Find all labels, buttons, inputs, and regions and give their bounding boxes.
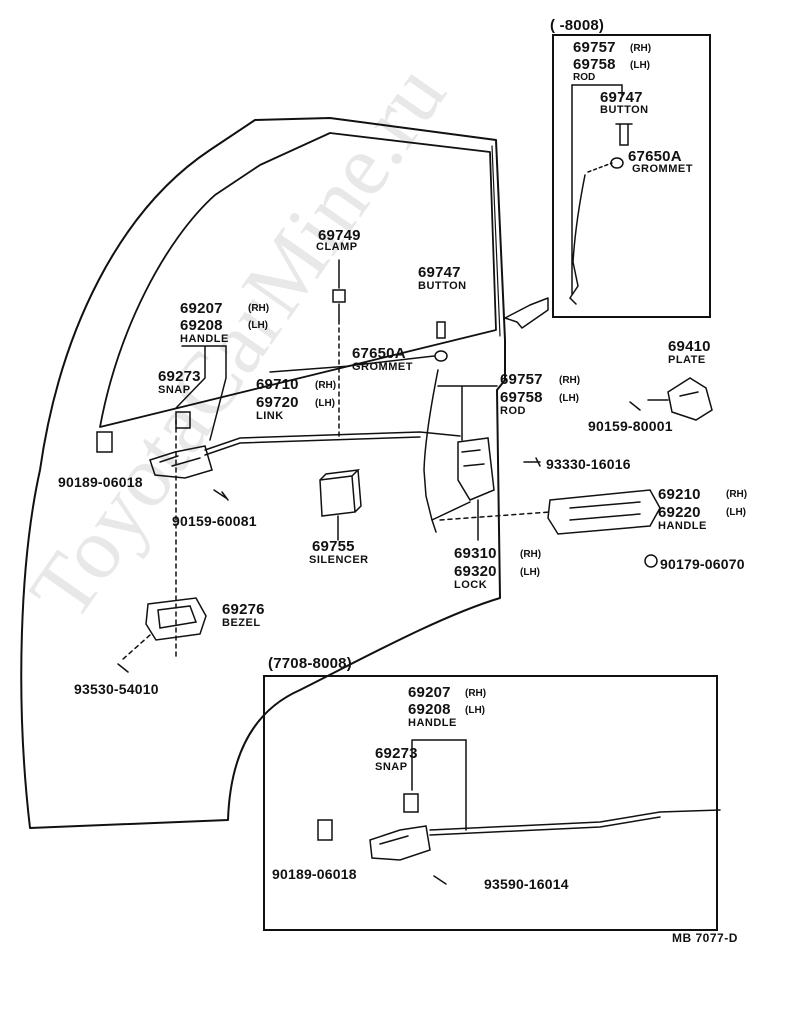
inset-snap-pn: 69273 [375,745,418,762]
snap-shape [175,411,191,429]
bezel-pn: 69276 [222,601,265,618]
silencer-pn: 69755 [312,538,355,555]
clamp-name: CLAMP [316,241,358,253]
clamp-shape [332,259,346,321]
handle-pn-lh: 69208 [180,317,223,334]
inset-handle-name: HANDLE [408,717,457,729]
bezel-shape [145,597,207,641]
window-frame [99,132,497,428]
inset-top-frame [552,34,711,318]
inset-bottom-title: (7708-8008) [268,655,352,672]
inset-top-title: ( -8008) [550,17,605,34]
rod-shape [423,369,439,533]
screw-93330-shape [523,457,541,467]
handle-lh-side: (LH) [248,320,268,331]
link-pn-lh: 69720 [256,394,299,411]
inset-button-shape [615,123,633,146]
lock-lh-side: (LH) [520,567,540,578]
button-name: BUTTON [418,280,467,292]
inset-clip-pn: 90189-06018 [272,866,357,882]
lock-shape [431,437,495,521]
inset-rod-pn-lh: 69758 [573,56,616,73]
inset-grommet-pn: 67650A [628,148,682,165]
rod-pn-rh: 69757 [500,371,543,388]
inset-rod-rh-side: (RH) [630,43,652,54]
silencer-shape [319,468,362,517]
inset-clip-shape [317,819,333,841]
outer-handle-rh-side: (RH) [726,489,748,500]
screw-60081-pn: 90159-60081 [172,513,257,529]
outer-handle-pn-rh: 69210 [658,486,701,503]
screw-93530-shape [117,663,129,673]
plate-name: PLATE [668,354,706,366]
inset-arrow [504,297,549,329]
link-rh-side: (RH) [315,380,337,391]
snap-name: SNAP [158,384,191,396]
bolt-plate-shape [629,401,641,411]
screw-93330-pn: 93330-16016 [546,456,631,472]
nut-shape [644,554,658,568]
lock-pn-lh: 69320 [454,563,497,580]
outer-handle-shape [547,489,661,535]
inset-handle-pn-lh: 69208 [408,701,451,718]
door-outline [20,117,506,829]
inset-link-shape [429,809,721,836]
grommet-name: GROMMET [352,361,413,373]
inset-button-pn: 69747 [600,89,643,106]
inset-bottom-frame [263,675,718,931]
clamp-pn: 69749 [318,227,361,244]
rod-lh-side: (LH) [559,393,579,404]
diagram-code: MB 7077-D [672,931,738,945]
button-pn: 69747 [418,264,461,281]
handle-rh-side: (RH) [248,303,270,314]
lock-name: LOCK [454,579,488,591]
button-shape [436,321,446,339]
inset-rod-name: ROD [573,72,596,83]
inset-screw-pn: 93590-16014 [484,876,569,892]
link-pn-rh: 69710 [256,376,299,393]
clip-left-shape [96,431,113,453]
rod-pn-lh: 69758 [500,389,543,406]
screw-93530-pn: 93530-54010 [74,681,159,697]
inset-handle-pn-rh: 69207 [408,684,451,701]
clip-left-pn: 90189-06018 [58,474,143,490]
handle-pn-rh: 69207 [180,300,223,317]
handle-name: HANDLE [180,333,229,345]
grommet-shape [434,350,448,362]
outer-handle-name: HANDLE [658,520,707,532]
lock-rh-side: (RH) [520,549,542,560]
inset-rod-lh-side: (LH) [630,60,650,71]
screw-60081-shape [213,489,229,501]
inset-rod-pn-rh: 69757 [573,39,616,56]
snap-pn: 69273 [158,368,201,385]
outer-handle-lh-side: (LH) [726,507,746,518]
grommet-pn: 67650A [352,345,406,362]
inset-snap-name: SNAP [375,761,408,773]
outer-handle-pn-lh: 69220 [658,504,701,521]
link-lh-side: (LH) [315,398,335,409]
silencer-name: SILENCER [309,554,369,566]
inset-handle-rh-side: (RH) [465,688,487,699]
inset-grommet-shape [610,157,624,169]
inset-grommet-name: GROMMET [632,163,693,175]
inner-handle-shape [149,445,213,479]
inset-handle-lh-side: (LH) [465,705,485,716]
plate-pn: 69410 [668,338,711,355]
plate-shape [667,377,713,421]
inset-screw-shape [433,875,447,885]
inset-button-name: BUTTON [600,104,649,116]
inset-snap-shape [403,793,419,813]
rod-name: ROD [500,405,526,417]
link-shape [204,431,461,456]
bolt-plate-pn: 90159-80001 [588,418,673,434]
inset-rod-shape [569,84,586,305]
lock-pn-rh: 69310 [454,545,497,562]
inset-handle-shape [369,825,431,861]
bezel-name: BEZEL [222,617,261,629]
nut-90179-pn: 90179-06070 [660,556,745,572]
link-name: LINK [256,410,284,422]
rod-rh-side: (RH) [559,375,581,386]
